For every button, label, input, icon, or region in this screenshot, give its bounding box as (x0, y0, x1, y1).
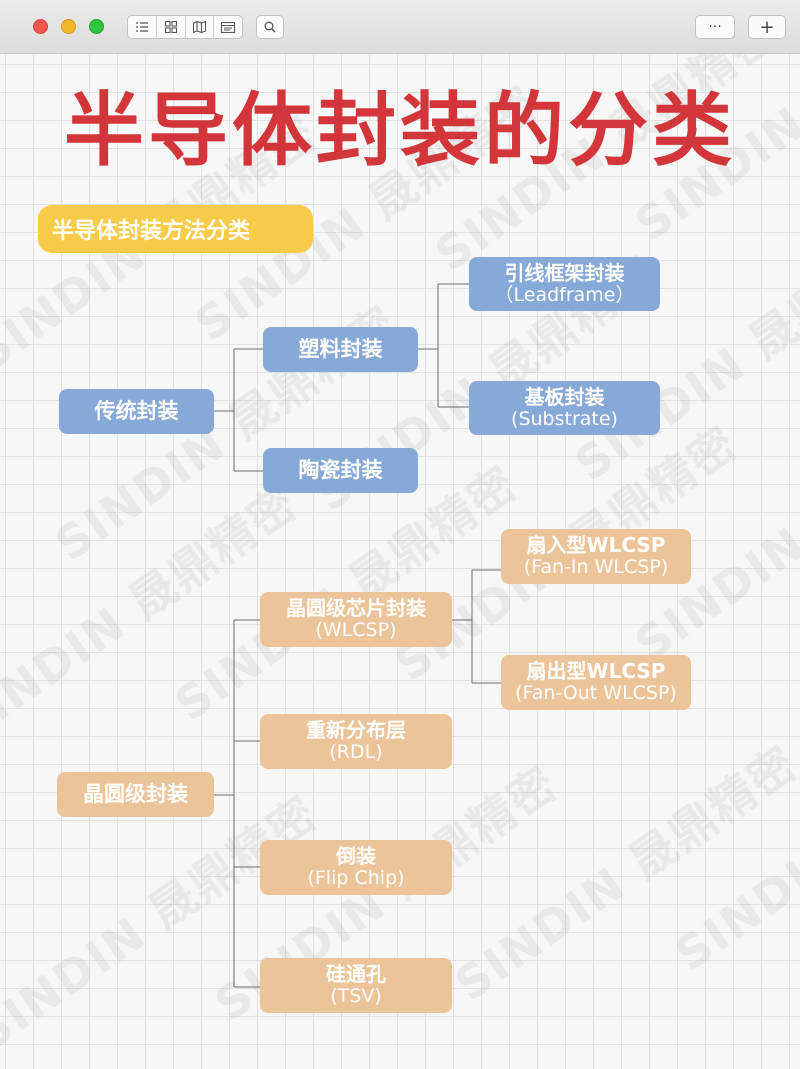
add-button[interactable]: + (748, 15, 786, 39)
node-label: 倒装 (336, 844, 376, 869)
map-icon[interactable] (186, 16, 215, 38)
search-icon[interactable] (256, 15, 284, 39)
window-titlebar: ··· + (0, 0, 800, 54)
node-label: 引线框架封装 (504, 260, 625, 285)
node-label-en: (Flip Chip) (307, 867, 405, 890)
node-label-en: (Fan-Out WLCSP) (515, 682, 677, 705)
node-rdl: 重新分布层 (RDL) (260, 714, 452, 769)
node-ceramic-packaging: 陶瓷封装 (263, 448, 418, 493)
page-title: 半导体封装的分类 (64, 84, 736, 177)
watermark-text: SINDIN 晟鼎精密 (445, 735, 800, 1012)
node-label-en: (WLCSP) (315, 619, 397, 642)
node-label: 基板封装 (524, 384, 605, 409)
node-fan-in-wlcsp: 扇入型WLCSP (Fan-In WLCSP) (501, 529, 691, 584)
view-toolbar (127, 15, 243, 39)
node-label-en: （Leadframe） (494, 283, 635, 306)
section-label: 半导体封装方法分类 (38, 205, 313, 253)
node-label-en: (Substrate) (511, 407, 618, 430)
node-label: 晶圆级芯片封装 (286, 596, 426, 621)
minimize-window-button[interactable] (61, 19, 76, 34)
node-label: 传统封装 (94, 399, 179, 424)
zoom-window-button[interactable] (89, 19, 104, 34)
node-label: 重新分布层 (306, 718, 406, 743)
node-label: 塑料封装 (298, 337, 383, 362)
node-tsv: 硅通孔 (TSV) (260, 958, 452, 1013)
node-wlcsp: 晶圆级芯片封装 (WLCSP) (260, 592, 452, 647)
node-label: 扇出型WLCSP (526, 659, 666, 684)
watermark-text: SINDIN 晟鼎精密 (0, 785, 328, 1062)
node-wafer-level-packaging: 晶圆级封装 (57, 772, 214, 817)
sidebar-icon[interactable] (214, 16, 242, 38)
node-label-en: (TSV) (330, 985, 382, 1008)
node-label-en: (RDL) (329, 741, 383, 764)
node-label: 陶瓷封装 (298, 458, 383, 483)
grid-icon[interactable] (157, 16, 186, 38)
list-icon[interactable] (128, 16, 157, 38)
more-button[interactable]: ··· (695, 15, 735, 39)
watermark-text: SINDIN 晟鼎精密 (565, 215, 800, 492)
node-label: 硅通孔 (326, 962, 386, 987)
node-label-en: (Fan-In WLCSP) (523, 556, 669, 579)
node-flip-chip: 倒装 (Flip Chip) (260, 840, 452, 895)
node-leadframe-packaging: 引线框架封装 （Leadframe） (469, 257, 660, 311)
node-label: 晶圆级封装 (83, 782, 188, 807)
node-substrate-packaging: 基板封装 (Substrate) (469, 381, 660, 435)
node-traditional-packaging: 传统封装 (59, 389, 214, 434)
node-plastic-packaging: 塑料封装 (263, 327, 418, 372)
close-window-button[interactable] (33, 19, 48, 34)
node-fan-out-wlcsp: 扇出型WLCSP (Fan-Out WLCSP) (501, 655, 691, 710)
watermark-text: SINDIN 晟鼎精密 (665, 705, 800, 982)
node-label: 扇入型WLCSP (526, 533, 666, 558)
